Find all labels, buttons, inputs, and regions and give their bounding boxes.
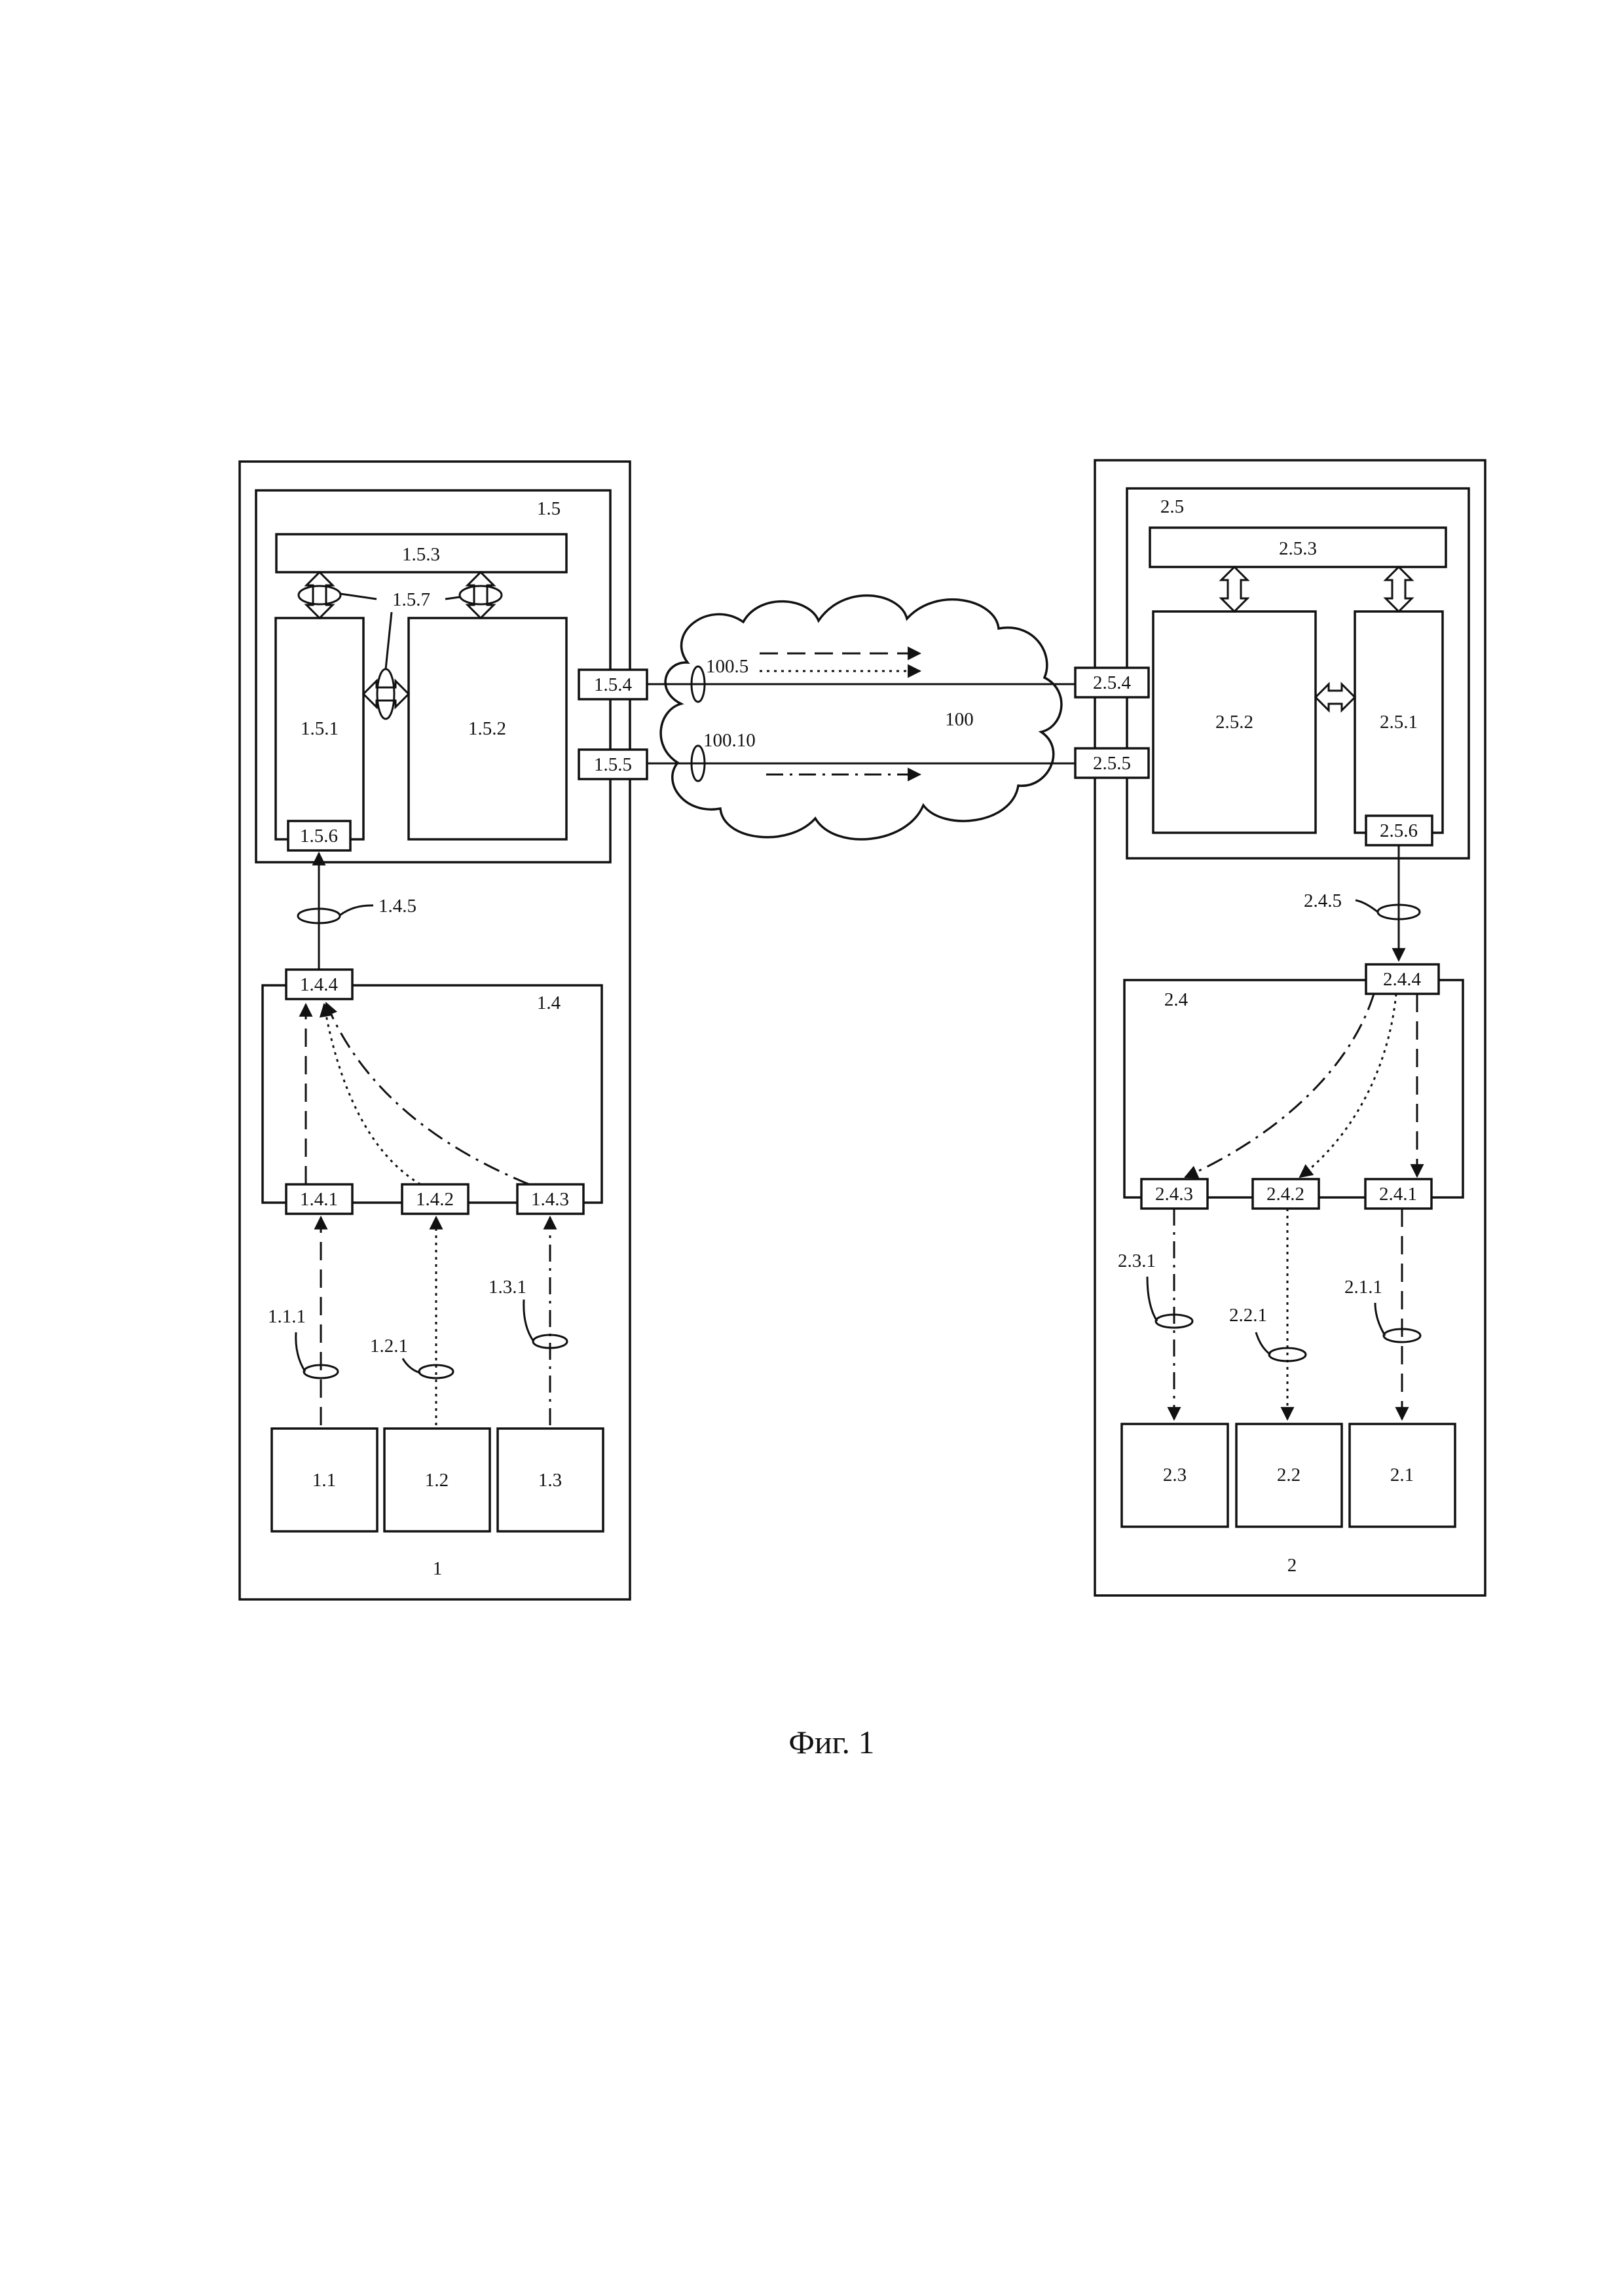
node-1-port-4-2-label: 1.4.2 bbox=[416, 1189, 454, 1210]
link-1-4-5-label: 1.4.5 bbox=[378, 896, 416, 917]
link-2-4-5-label: 2.4.5 bbox=[1304, 890, 1342, 911]
node-1-port-4-1-label: 1.4.1 bbox=[300, 1189, 338, 1210]
network-cloud: 100 100.5 100.10 bbox=[647, 596, 1075, 839]
node-1-port-4-3-label: 1.4.3 bbox=[531, 1189, 569, 1210]
node-2-port-5-5-label: 2.5.5 bbox=[1093, 753, 1131, 774]
node-1-source-1-2-label: 1.2 bbox=[425, 1470, 449, 1491]
node-1: 1 1.5 1.5.3 1.5.1 1.5.2 1.5.6 1.5.4 1.5.… bbox=[240, 462, 647, 1599]
node-2-block-4-frame bbox=[1124, 980, 1463, 1197]
link-1-1-1-label: 1.1.1 bbox=[268, 1306, 306, 1327]
node-2-port-5-6-label: 2.5.6 bbox=[1380, 820, 1418, 841]
link-1-3-1-label: 1.3.1 bbox=[489, 1277, 526, 1298]
channel-100-10-label: 100.10 bbox=[703, 730, 756, 751]
node-1-label: 1 bbox=[433, 1558, 443, 1579]
network-label: 100 bbox=[945, 709, 974, 730]
link-2-3-1-label: 2.3.1 bbox=[1118, 1250, 1156, 1271]
node-2: 2 2.5 2.5.3 2.5.2 2.5.1 2.5.6 2.5.4 2.5.… bbox=[1075, 460, 1485, 1595]
node-2-label: 2 bbox=[1287, 1555, 1297, 1576]
node-2-dest-2-2-label: 2.2 bbox=[1277, 1465, 1301, 1485]
node-2-block-5-label: 2.5 bbox=[1160, 496, 1184, 517]
node-2-port-4-4-label: 2.4.4 bbox=[1383, 969, 1422, 990]
node-2-port-4-3-label: 2.4.3 bbox=[1155, 1184, 1193, 1205]
node-1-block-5-1-label: 1.5.1 bbox=[301, 718, 339, 739]
channel-100-5-label: 100.5 bbox=[706, 656, 748, 677]
bus-label-5-7: 1.5.7 bbox=[392, 589, 430, 610]
node-1-port-5-6-label: 1.5.6 bbox=[300, 826, 338, 847]
node-1-block-4-frame bbox=[263, 985, 602, 1203]
link-2-1-1-label: 2.1.1 bbox=[1344, 1277, 1382, 1298]
node-2-dest-2-3-label: 2.3 bbox=[1163, 1465, 1187, 1485]
node-1-source-1-3-label: 1.3 bbox=[538, 1470, 562, 1491]
node-1-block-4-label: 1.4 bbox=[537, 993, 561, 1013]
node-2-port-4-1-label: 2.4.1 bbox=[1379, 1184, 1417, 1205]
node-1-block-5-3-label: 1.5.3 bbox=[402, 544, 440, 565]
node-2-block-5-3-label: 2.5.3 bbox=[1279, 538, 1317, 559]
node-2-dest-2-1-label: 2.1 bbox=[1390, 1465, 1414, 1485]
node-1-source-1-1-label: 1.1 bbox=[312, 1470, 336, 1491]
node-1-port-5-4-label: 1.5.4 bbox=[594, 674, 633, 695]
node-1-block-5-label: 1.5 bbox=[537, 498, 561, 519]
network-cloud-shape bbox=[661, 596, 1061, 839]
node-2-port-4-2-label: 2.4.2 bbox=[1266, 1184, 1304, 1205]
node-2-port-5-4-label: 2.5.4 bbox=[1093, 672, 1132, 693]
node-2-block-4-label: 2.4 bbox=[1164, 989, 1189, 1010]
link-1-2-1-label: 1.2.1 bbox=[370, 1336, 408, 1357]
node-1-block-5-2-label: 1.5.2 bbox=[468, 718, 506, 739]
node-2-block-5-2-label: 2.5.2 bbox=[1215, 712, 1253, 733]
figure-caption: Фиг. 1 bbox=[788, 1724, 874, 1760]
node-1-port-4-4-label: 1.4.4 bbox=[300, 974, 339, 995]
node-1-port-5-5-label: 1.5.5 bbox=[594, 754, 632, 775]
node-2-block-5-1-label: 2.5.1 bbox=[1380, 712, 1418, 733]
link-2-2-1-label: 2.2.1 bbox=[1229, 1305, 1267, 1326]
